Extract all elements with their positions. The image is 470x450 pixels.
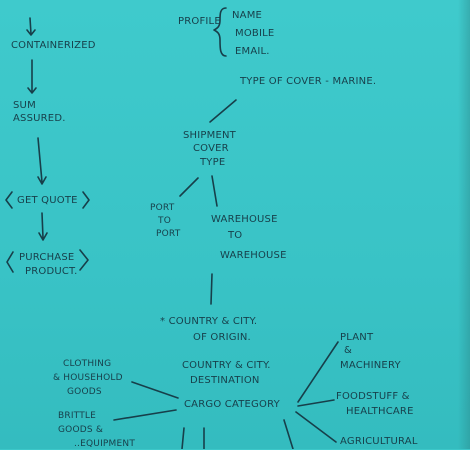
line-shipment-port [179, 177, 199, 197]
type-label: TYPE [200, 157, 226, 168]
household-label: & HOUSEHOLD [53, 373, 123, 383]
destination-label: DESTINATION [190, 375, 260, 386]
country-origin-label: * COUNTRY & CITY. [160, 316, 258, 327]
type-of-cover-label: TYPE OF COVER - MARINE. [240, 76, 377, 87]
page-edge-shadow [458, 0, 470, 449]
line-cargo-clothing [131, 381, 179, 399]
arrow-containerized-sum [27, 59, 37, 94]
clothing-label: CLOTHING [63, 359, 112, 369]
get-quote-label: GET QUOTE [17, 195, 78, 206]
goods-label: GOODS [67, 387, 102, 397]
equipment-label: ..EQUIPMENT [74, 439, 136, 449]
line-warehouse-country [210, 273, 213, 305]
purchase-bracket-right [79, 249, 89, 271]
profile-field-email: EMAIL. [235, 46, 270, 57]
line-cargo-plant [297, 341, 339, 403]
cover-label: COVER [193, 143, 229, 154]
arrow-sum-quote [37, 137, 47, 185]
line-cover-shipment [209, 99, 237, 123]
product-label: PRODUCT. [25, 266, 78, 277]
quote-bracket-right [82, 191, 90, 209]
assured-label: ASSURED. [13, 113, 66, 124]
profile-field-name: NAME [232, 10, 263, 21]
profile-field-mobile: MOBILE [235, 28, 275, 39]
port-label-1: PORT [150, 203, 175, 213]
brittle-goods-label: GOODS & [58, 425, 104, 435]
port-label-2: PORT [156, 229, 181, 239]
country-destination-label: COUNTRY & CITY. [182, 360, 271, 371]
line-cargo-agricultural [295, 411, 337, 443]
line-shipment-warehouse [211, 175, 218, 207]
purchase-label: PURCHASE [19, 252, 75, 263]
to-label-1: TO [158, 216, 171, 226]
quote-bracket-left [5, 191, 13, 209]
agricultural-label: AGRICULTURAL [340, 436, 418, 447]
of-origin-label: OF ORIGIN. [193, 332, 251, 343]
shipment-label: SHIPMENT [183, 130, 236, 141]
plant-amp-label: & [344, 345, 352, 356]
line-cargo-down-3 [283, 419, 294, 449]
profile-label: PROFILE [178, 16, 221, 27]
foodstuff-label: FOODSTUFF & [336, 391, 410, 402]
arrow-quote-purchase [38, 212, 48, 241]
cargo-category-label: CARGO CATEGORY [184, 399, 280, 410]
warehouse-label-1: WAREHOUSE [211, 214, 278, 225]
purchase-bracket-left [6, 251, 14, 273]
healthcare-label: HEALTHCARE [346, 406, 414, 417]
containerized-label: CONTAINERIZED [11, 40, 96, 51]
arrow-start-containerized [26, 17, 36, 36]
machinery-label: MACHINERY [340, 360, 401, 371]
sum-label: SUM [13, 100, 36, 111]
warehouse-label-2: WAREHOUSE [220, 250, 287, 261]
profile-brace [213, 7, 227, 57]
line-cargo-down-1 [181, 427, 185, 449]
line-cargo-foodstuff [297, 399, 335, 407]
line-cargo-brittle [113, 409, 177, 421]
to-label-2: TO [228, 230, 243, 241]
brittle-label: BRITTLE [58, 411, 97, 421]
plant-label: PLANT [340, 332, 374, 343]
